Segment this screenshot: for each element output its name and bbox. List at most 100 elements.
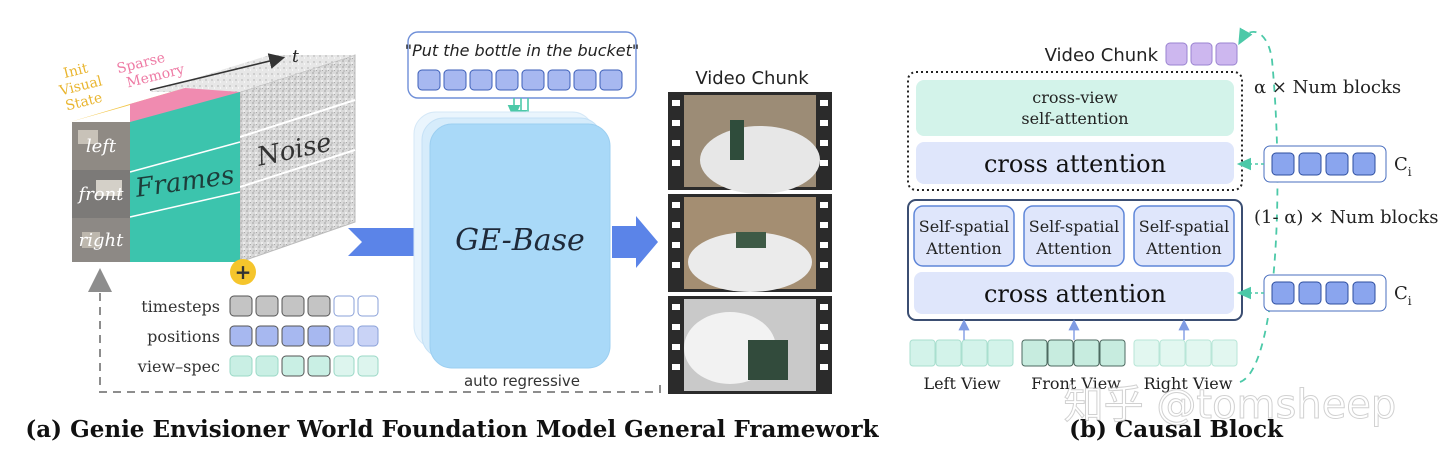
front-thumb-detail [96,180,122,196]
one-minus-alpha-label: (1- α) × Num blocks [1254,207,1438,228]
condition-token [1325,152,1349,176]
frames-divider-1 [129,141,241,173]
output-arrow [612,216,658,268]
self-spatial-left-line2: Attention [925,239,1001,258]
view-spec-token [333,355,355,377]
self-spatial-attention-right [1133,205,1235,267]
sprocket [672,100,680,106]
plus-sign: + [235,260,252,284]
self-spatial-right-line1: Self-spatial [1139,217,1230,236]
sprocket [820,364,828,370]
view-token [1099,339,1126,367]
left-view-label: Left View [923,374,1000,393]
sprocket [672,344,680,350]
output-tokens [1165,42,1238,66]
right-view-tokens [1133,339,1238,367]
frames-divider-2 [129,191,241,218]
positions-label: positions [147,327,220,346]
sprocket [820,344,828,350]
view-spec-tokens [229,355,379,377]
sprocket [672,304,680,310]
time-axis-arrow [149,53,286,91]
view-label-right: right [79,230,124,251]
condition-subscript: i [1408,294,1412,308]
instruction-token [495,69,519,91]
sprocket [820,304,828,310]
view-spec-token [281,355,305,377]
sprocket [672,324,680,330]
self-spatial-right-line2: Attention [1145,239,1221,258]
sprocket [672,242,680,248]
instruction-token [599,69,623,91]
model-label: GE-Base [455,223,585,258]
condition-letter: C [1394,283,1408,304]
timestep-token [357,295,379,317]
view-token [1185,339,1212,367]
timestep-token [333,295,355,317]
view-label-front: front [77,184,125,205]
video-frame-2 [668,194,832,292]
view-label-left: left [86,136,117,157]
self-spatial-attention-left [913,205,1015,267]
front-view-label: Front View [1031,374,1121,393]
frame-gripper [730,120,744,160]
sprocket [820,120,828,126]
timesteps-label: timesteps [141,297,220,316]
film-sprockets [672,100,828,370]
instruction-token [547,69,571,91]
position-token [281,325,305,347]
sprocket [672,262,680,268]
position-token [229,325,253,347]
position-token [333,325,355,347]
cross-view-attention-layer [916,80,1234,136]
noise-divider-1 [239,99,356,138]
sprocket [672,202,680,208]
instruction-text: "Put the bottle in the bucket" [405,41,640,60]
caption-a: (a) Genie Envisioner World Foundation Mo… [25,416,879,443]
front-view-tokens [1021,339,1126,367]
view-token [961,339,988,367]
view-spec-token [255,355,279,377]
self-spatial-front-line2: Attention [1035,239,1111,258]
video-chunk-title-a: Video Chunk [695,68,809,89]
timesteps-tokens [229,295,379,317]
autoregressive-loop-arrow [88,268,661,393]
timestep-token [229,295,253,317]
positions-tokens [229,325,379,347]
right-view-label: Right View [1144,374,1233,393]
view-token [1211,339,1238,367]
self-spatial-front-line1: Self-spatial [1029,217,1120,236]
view-token [1159,339,1186,367]
left-thumb-detail [78,130,98,144]
noise-divider-2 [239,149,356,188]
view-spec-token [229,355,253,377]
sprocket [820,324,828,330]
view-token [935,339,962,367]
panel-a: left front right Frames Noise Init Visua… [25,31,880,443]
condition-token [1271,281,1295,305]
view-token [1047,339,1074,367]
sprocket [672,160,680,166]
video-frame-1 [668,92,832,194]
video-frame-3 [668,296,832,394]
view-token [987,339,1014,367]
condition-token [1352,281,1376,305]
frame-object [688,232,812,292]
video-chunk-title-b: Video Chunk [1045,45,1159,66]
frame-gripper [736,232,766,248]
init-state-label: Init Visual State [57,60,104,114]
timestep-token [307,295,331,317]
self-spatial-attention-front [1023,205,1125,267]
instruction-token [521,69,545,91]
cross-attention-layer-bottom [914,272,1234,314]
view-spec-token [357,355,379,377]
sprocket [672,364,680,370]
cross-attention-label-bottom: cross attention [984,280,1166,308]
sprocket [820,100,828,106]
cross-attention-label-top: cross attention [984,150,1166,178]
timestep-token [255,295,279,317]
condition-label-bottom: Ci [1394,283,1412,308]
instruction-token [469,69,493,91]
view-to-attention-arrows [958,319,1190,340]
